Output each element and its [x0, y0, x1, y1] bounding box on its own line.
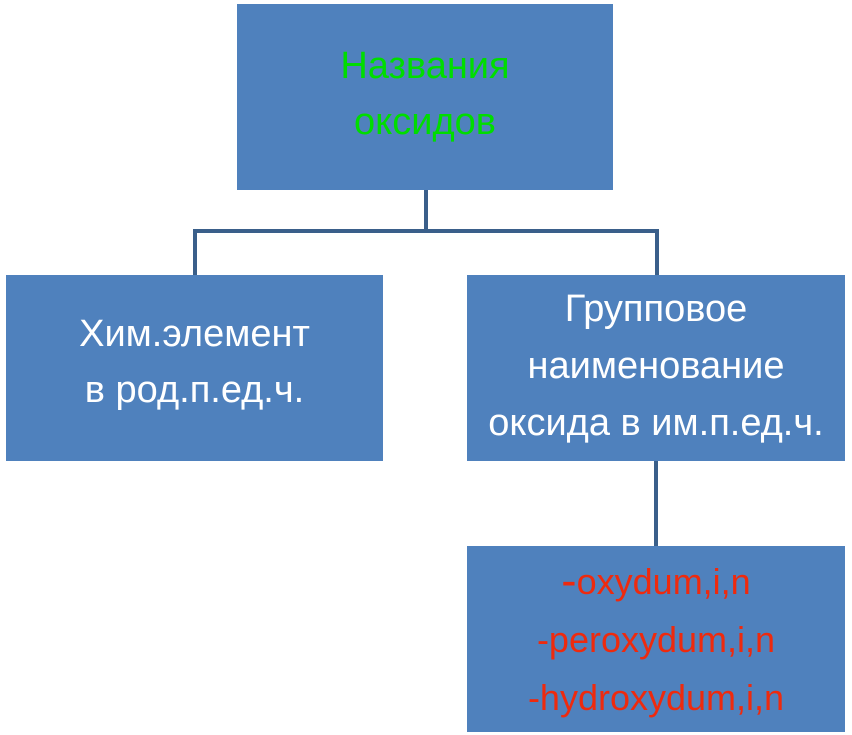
connector-root-stem [424, 190, 428, 232]
root-node-oxide-names: Названия оксидов [237, 4, 613, 190]
node-chemical-element-line-1: Хим.элемент [79, 313, 310, 355]
node-group-name-line-2: наименование [527, 344, 785, 387]
node-suffixes: -oxydum,i,n -peroxydum,i,n -hydroxydum,i… [467, 546, 845, 732]
suffix-oxydum-dash: - [561, 554, 577, 606]
node-chemical-element: Хим.элемент в род.п.ед.ч. [6, 275, 383, 461]
node-group-name-line-1: Групповое [564, 287, 748, 330]
node-group-name: Групповое наименование оксида в им.п.ед.… [467, 275, 845, 461]
suffix-oxydum-text: oxydum,i,n [576, 561, 751, 602]
root-node-line-1: Названия [340, 45, 510, 87]
connector-left-drop [193, 229, 197, 275]
suffix-hydroxydum: -hydroxydum,i,n [527, 677, 785, 718]
root-node-line-2: оксидов [354, 101, 496, 143]
connector-right-drop [655, 229, 659, 275]
connector-horizontal [193, 229, 659, 233]
suffix-oxydum: -oxydum,i,n [561, 551, 750, 611]
node-chemical-element-line-2: в род.п.ед.ч. [84, 369, 305, 411]
suffix-peroxydum: -peroxydum,i,n [536, 619, 776, 660]
node-group-name-line-3: оксида в им.п.ед.ч. [488, 401, 824, 444]
connector-suffix-stem [654, 461, 658, 546]
